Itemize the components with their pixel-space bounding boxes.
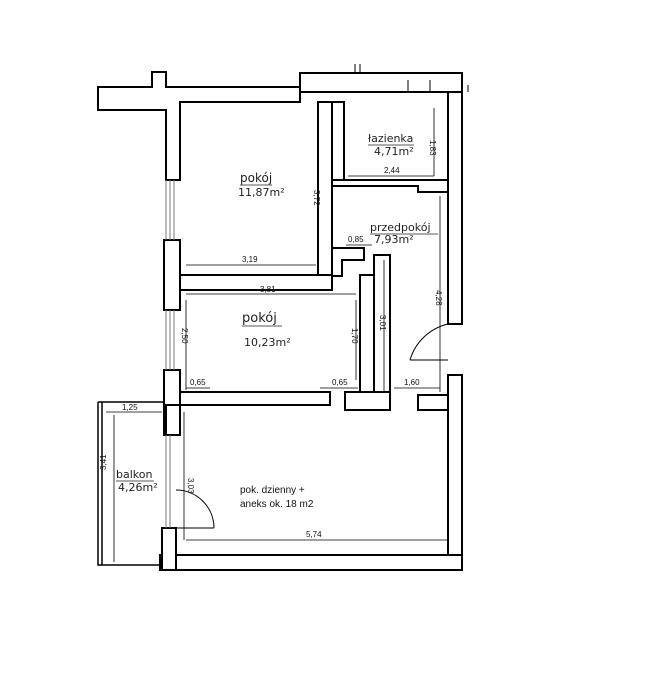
room-dzienny-line1: pok. dzienny +	[240, 485, 305, 496]
balcony	[97, 401, 164, 566]
dim-065a: 0,65	[190, 378, 206, 387]
room-pokoj2-area: 10,23m²	[244, 336, 291, 349]
wall-pokoj1-right	[317, 101, 333, 276]
room-pokoj1-name: pokój	[240, 171, 272, 185]
dim-183: 1,83	[428, 140, 437, 156]
wall-left-3	[161, 527, 177, 571]
dim-170: 1,70	[350, 328, 359, 344]
dim-250: 2,50	[180, 328, 189, 344]
walls	[97, 71, 463, 571]
room-labels: pokój 11,87m² łazienka 4,71m² przedpokój…	[116, 132, 431, 510]
wall-hatch	[354, 64, 469, 92]
dim-160: 1,60	[404, 378, 420, 387]
dim-244: 2,44	[384, 166, 400, 175]
dim-381: 3,81	[260, 285, 276, 294]
room-dzienny-line2: aneks ok. 18 m2	[240, 499, 314, 510]
dim-085: 0,85	[348, 235, 364, 244]
room-przedpokoj-name: przedpokój	[370, 221, 431, 234]
wall-left-1	[163, 239, 181, 311]
door-balcony	[175, 489, 215, 529]
dim-341: 3,41	[99, 454, 108, 470]
room-lazienka-name: łazienka	[368, 132, 413, 145]
wall-mid-1	[179, 274, 333, 291]
dim-065b: 0,65	[332, 378, 348, 387]
wall-top-left	[97, 71, 301, 181]
room-balkon-area: 4,26m²	[118, 481, 158, 494]
dim-574: 5,74	[306, 530, 322, 539]
wall-mid-4	[417, 394, 449, 411]
wall-bath-left	[331, 101, 345, 181]
dim-125: 1,25	[122, 403, 138, 412]
doors	[175, 323, 449, 529]
wall-closet-2	[359, 274, 375, 406]
dim-372: 3,72	[312, 190, 321, 206]
dim-319: 3,19	[242, 255, 258, 264]
dim-303: 3,03	[186, 478, 195, 494]
dim-428: 4,28	[434, 290, 443, 306]
wall-top-right	[299, 72, 463, 93]
dim-301: 3,01	[378, 315, 387, 331]
door-entrance	[409, 323, 449, 361]
wall-mid-2	[179, 391, 331, 406]
room-lazienka-area: 4,71m²	[374, 145, 414, 158]
dimension-labels: 3,72 3,19 1,83 2,44 0,85 3,81 2,50 1,70 …	[99, 140, 443, 539]
wall-bath-bottom	[331, 179, 449, 193]
room-pokoj2-name: pokój	[242, 311, 277, 326]
windows	[165, 180, 175, 528]
room-pokoj1-area: 11,87m²	[238, 186, 285, 199]
room-balkon-name: balkon	[116, 468, 152, 481]
wall-right-upper	[447, 91, 463, 325]
label-underlines	[116, 144, 438, 482]
wall-bottom	[159, 554, 463, 571]
wall-living-left	[165, 404, 181, 436]
dimension-lines	[106, 108, 448, 562]
wall-right-lower	[447, 374, 463, 571]
room-przedpokoj-area: 7,93m²	[374, 233, 414, 246]
wall-closet	[331, 247, 365, 277]
wall-mid-3	[344, 391, 391, 411]
